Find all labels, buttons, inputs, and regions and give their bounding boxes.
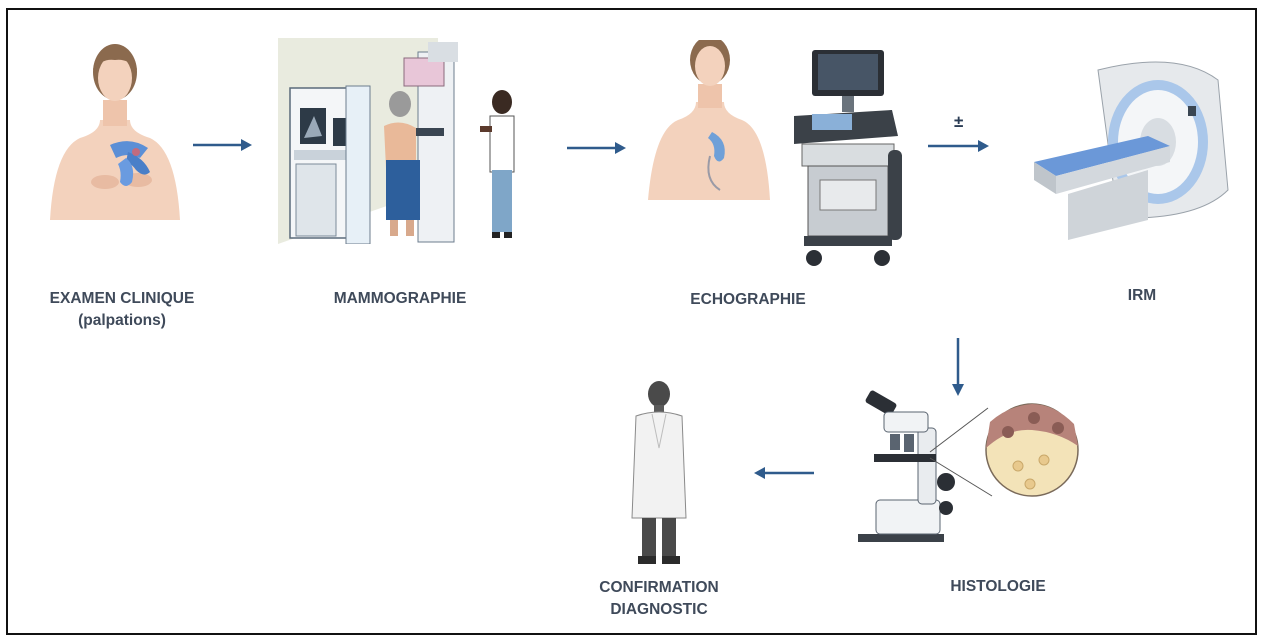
label-confirmation-line2: DIAGNOSTIC [610,601,708,618]
label-examen-clinique: EXAMEN CLINIQUE (palpations) [22,288,222,332]
mri-illustration [1034,61,1229,240]
microscope-illustration [858,390,1079,542]
ultrasound-illustration [648,40,902,266]
arrow-echo-to-irm [928,140,989,152]
diagram-frame [6,8,1257,635]
arrow-irm-to-histologie [952,338,964,396]
label-mammographie: MAMMOGRAPHIE [333,290,467,307]
label-examen-line2: (palpations) [78,312,166,329]
label-histologie: HISTOLOGIE [950,578,1046,595]
arrow-histologie-to-confirmation [754,467,814,479]
label-echographie: ECHOGRAPHIE [690,291,806,308]
doctor-illustration [631,381,687,564]
mammography-illustration [278,38,536,244]
label-examen-line1: EXAMEN CLINIQUE [49,290,195,307]
arrow-mammo-to-echo [567,142,626,154]
clinical-exam-illustration [50,44,180,220]
label-confirmation-line1: CONFIRMATION [599,579,719,596]
optional-marker: ± [954,112,964,131]
label-confirmation-diagnostic: CONFIRMATION DIAGNOSTIC [574,577,744,621]
label-irm: IRM [1127,287,1157,304]
arrow-examen-to-mammo [193,139,252,151]
